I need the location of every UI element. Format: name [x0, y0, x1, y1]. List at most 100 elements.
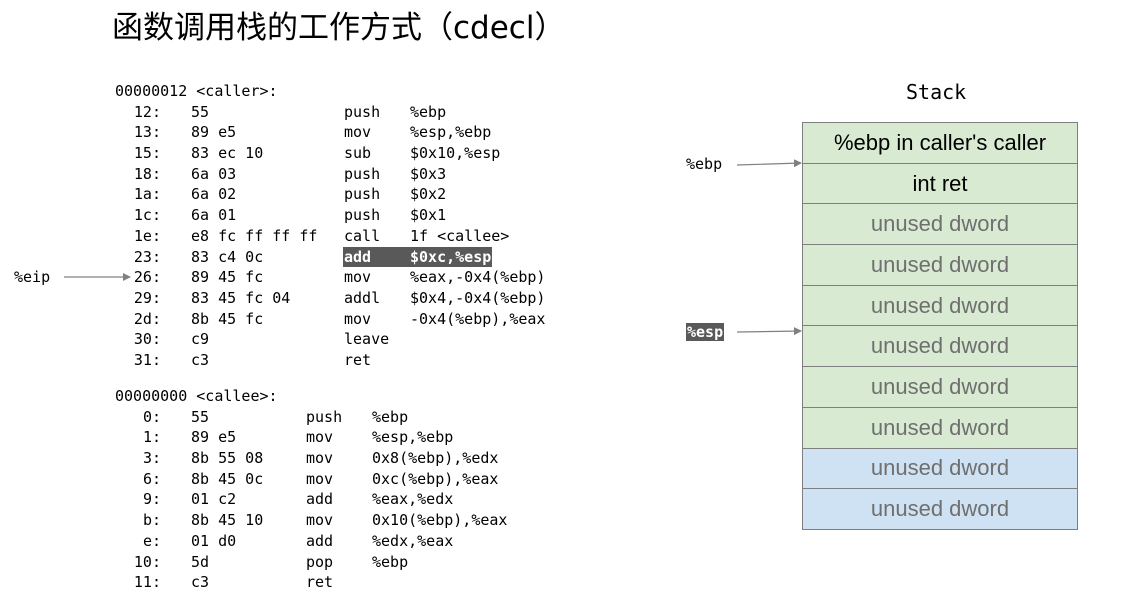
code-ops: $0x2: [410, 185, 447, 204]
code-ops: %ebp: [410, 102, 447, 121]
code-mnem: mov: [306, 469, 334, 488]
code-ops: %eax,%edx: [372, 490, 454, 509]
code-mnem: call: [344, 226, 381, 245]
code-ops: $0x10,%esp: [410, 144, 501, 163]
code-addr: 18:: [133, 164, 161, 183]
code-addr: 9:: [142, 490, 161, 509]
code-line: e: 01 d0 add %edx,%eax: [115, 531, 535, 552]
code-line: 0: 55 push %ebp: [115, 407, 535, 428]
code-ops: %edx,%eax: [372, 531, 454, 550]
code-line: b: 8b 45 10 mov 0x10(%ebp),%eax: [115, 510, 535, 531]
code-addr: e:: [142, 531, 161, 550]
code-bytes: 89 45 fc: [191, 268, 264, 287]
code-mnem: push: [344, 102, 381, 121]
code-line: 26: 89 45 fc mov %eax,-0x4(%ebp): [115, 267, 575, 288]
code-mnem: mov: [344, 268, 372, 287]
code-bytes: c3: [191, 350, 210, 369]
code-ops: %eax,-0x4(%ebp): [410, 268, 546, 287]
code-addr: 3:: [142, 449, 161, 468]
code-mnem: mov: [344, 309, 372, 328]
code-line: 23: 83 c4 0c add$0xc,%esp: [115, 246, 575, 268]
code-addr: b:: [142, 511, 161, 530]
code-line: 9: 01 c2 add %eax,%edx: [115, 489, 535, 510]
code-addr: 1a:: [133, 185, 161, 204]
stack-cell: unused dword: [802, 488, 1078, 530]
code-mnem: mov: [306, 511, 334, 530]
code-bytes: 83 ec 10: [191, 144, 264, 163]
code-addr: 29:: [133, 288, 161, 307]
code-line: 15: 83 ec 10 sub $0x10,%esp: [115, 143, 575, 164]
code-addr: 31:: [133, 350, 161, 369]
code-addr: 26:: [133, 268, 161, 287]
code-mnem: add: [306, 490, 334, 509]
code-bytes: 8b 45 10: [191, 511, 264, 530]
code-ops: 0x10(%ebp),%eax: [372, 511, 508, 530]
code-bytes: 01 d0: [191, 531, 237, 550]
code-mnem: ret: [344, 350, 372, 369]
stack-cell: %ebp in caller's caller: [802, 122, 1078, 164]
code-mnem: push: [306, 407, 343, 426]
code-bytes: e8 fc ff ff ff: [191, 226, 318, 245]
code-mnem: sub: [344, 144, 372, 163]
stack-cell: int ret: [802, 162, 1078, 205]
ebp-arrow: [736, 159, 802, 168]
code-mnem: mov: [306, 449, 334, 468]
stack-cell: unused dword: [802, 447, 1078, 490]
code-ops: $0x3: [410, 164, 447, 183]
code-ops: $0x4,-0x4(%ebp): [410, 288, 546, 307]
code-addr: 11:: [133, 573, 161, 592]
code-bytes: c9: [191, 330, 210, 349]
code-addr: 1c:: [133, 206, 161, 225]
code-bytes: 01 c2: [191, 490, 237, 509]
code-addr: 6:: [142, 469, 161, 488]
code-ops: %ebp: [372, 407, 409, 426]
code-line: 13: 89 e5 mov %esp,%ebp: [115, 122, 575, 143]
code-addr: 30:: [133, 330, 161, 349]
code-mnem: push: [344, 164, 381, 183]
code-mnem: add: [343, 246, 411, 268]
code-bytes: 8b 45 fc: [191, 309, 264, 328]
code-bytes: 55: [191, 102, 210, 121]
code-mnem: mov: [306, 428, 334, 447]
code-addr: 13:: [133, 123, 161, 142]
code-mnem: addl: [344, 288, 381, 307]
code-bytes: 5d: [191, 552, 210, 571]
code-line: 18: 6a 03 push $0x3: [115, 164, 575, 185]
code-line: 1c: 6a 01 push $0x1: [115, 205, 575, 226]
stack-cell: unused dword: [802, 244, 1078, 286]
code-bytes: 8b 45 0c: [191, 469, 264, 488]
eip-label: %eip: [14, 268, 51, 286]
code-ops: $0xc,%esp: [409, 246, 493, 268]
code-ops: 0xc(%ebp),%eax: [372, 469, 499, 488]
code-bytes: 55: [191, 407, 210, 426]
esp-arrow: [736, 327, 802, 336]
code-bytes: 6a 01: [191, 206, 237, 225]
stack-cell: unused dword: [802, 203, 1078, 246]
code-mnem: push: [344, 206, 381, 225]
page-title: 函数调用栈的工作方式（cdecl）: [112, 10, 566, 46]
code-mnem: add: [306, 531, 334, 550]
code-addr: 0:: [142, 407, 161, 426]
stack-cell: unused dword: [802, 406, 1078, 449]
code-bytes: 89 e5: [191, 123, 237, 142]
code-bytes: 83 c4 0c: [191, 247, 264, 266]
code-addr: 23:: [133, 247, 161, 266]
code-mnem: mov: [344, 123, 372, 142]
code-addr: 15:: [133, 144, 161, 163]
code-bytes: 6a 03: [191, 164, 237, 183]
code-bytes: c3: [191, 573, 210, 592]
code-ops: $0x1: [410, 206, 447, 225]
code-ops: %esp,%ebp: [410, 123, 492, 142]
